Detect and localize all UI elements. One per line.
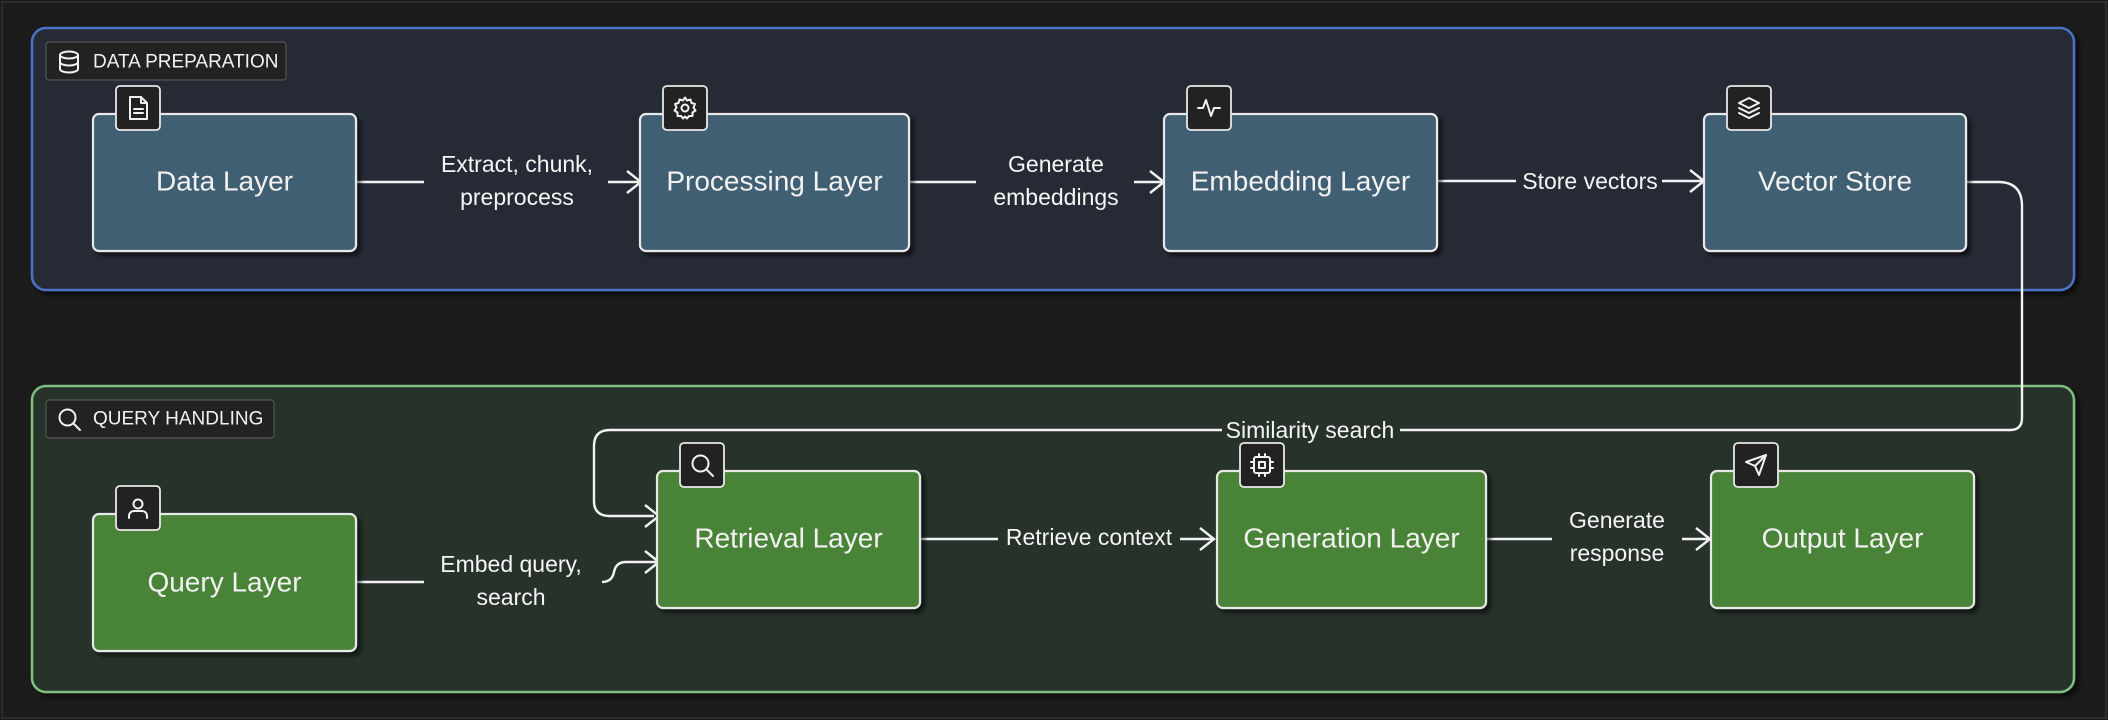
node-retrieval-layer-label: Retrieval Layer xyxy=(694,523,882,554)
group-query-handling-container xyxy=(30,384,2076,694)
node-query-layer-label: Query Layer xyxy=(147,567,301,598)
node-embedding-layer[interactable]: Embedding Layer xyxy=(1162,85,1439,253)
node-data-layer[interactable]: Data Layer xyxy=(91,85,358,253)
node-processing-layer-icon-badge xyxy=(662,85,708,131)
node-retrieval-layer-icon-badge xyxy=(679,442,725,488)
edge-label-generate-response-line1: Generate xyxy=(1569,507,1665,533)
node-output-layer-label: Output Layer xyxy=(1762,523,1924,554)
edge-label-embed-query-line1: Embed query, xyxy=(440,551,581,577)
edge-retrieve-context xyxy=(920,527,1216,551)
document-icon xyxy=(129,96,148,120)
group-query-handling: QUERY HANDLING xyxy=(30,384,2076,694)
gear-icon xyxy=(673,96,697,120)
group-data-preparation-container xyxy=(30,26,2076,292)
search-icon xyxy=(691,454,714,477)
edge-label-generate-response-line2: response xyxy=(1570,540,1665,566)
node-retrieval-layer[interactable]: Retrieval Layer xyxy=(655,442,922,610)
send-icon xyxy=(1745,454,1767,476)
database-icon xyxy=(59,50,79,74)
group-data-preparation-label: DATA PREPARATION xyxy=(93,52,278,73)
node-query-layer[interactable]: Query Layer xyxy=(91,485,358,653)
user-icon xyxy=(128,498,148,519)
edge-label-retrieve-context: Retrieve context xyxy=(1006,524,1173,550)
edge-label-extract-line2: preprocess xyxy=(460,184,574,210)
node-generation-layer-label: Generation Layer xyxy=(1243,523,1459,554)
edge-label-generate-embeddings-line1: Generate xyxy=(1008,151,1104,177)
group-data-preparation: DATA PREPARATION xyxy=(30,26,2076,292)
layers-icon xyxy=(1738,97,1760,119)
node-embedding-layer-label: Embedding Layer xyxy=(1191,166,1410,197)
node-data-layer-label: Data Layer xyxy=(156,166,293,197)
edge-label-extract-line1: Extract, chunk, xyxy=(441,151,593,177)
node-generation-layer-icon-badge xyxy=(1239,442,1285,488)
node-vector-store-label: Vector Store xyxy=(1758,166,1912,197)
node-vector-store[interactable]: Vector Store xyxy=(1702,85,1968,253)
edge-label-store-vectors: Store vectors xyxy=(1522,168,1658,194)
cpu-icon xyxy=(1250,453,1274,477)
node-generation-layer[interactable]: Generation Layer xyxy=(1215,442,1488,610)
group-query-handling-label: QUERY HANDLING xyxy=(93,409,263,430)
edge-label-generate-embeddings-line2: embeddings xyxy=(993,184,1118,210)
edge-label-similarity-search: Similarity search xyxy=(1226,417,1395,443)
node-processing-layer-label: Processing Layer xyxy=(666,166,882,197)
search-icon xyxy=(58,408,81,431)
node-processing-layer[interactable]: Processing Layer xyxy=(638,85,911,253)
node-output-layer[interactable]: Output Layer xyxy=(1709,442,1976,610)
edge-label-embed-query-line2: search xyxy=(476,584,545,610)
group-query-handling-badge xyxy=(45,399,275,439)
group-data-preparation-badge xyxy=(45,41,287,81)
activity-icon xyxy=(1197,99,1221,117)
